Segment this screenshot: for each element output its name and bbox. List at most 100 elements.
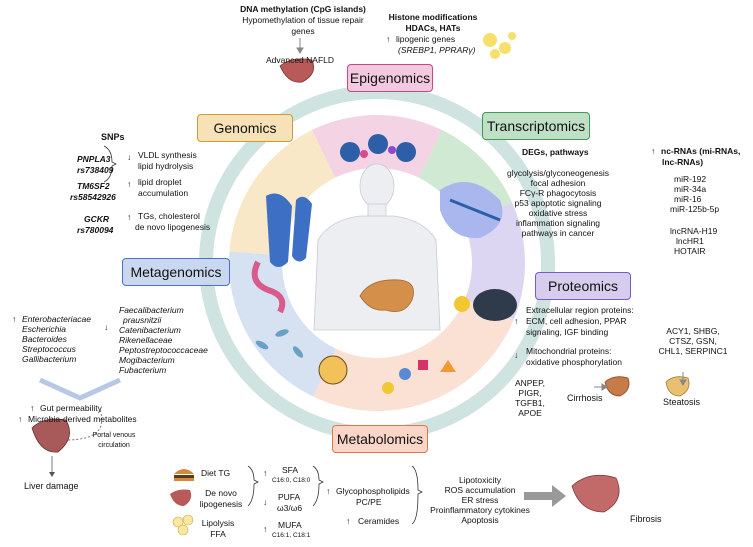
mirna-list: miR-192 miR-34a miR-16 miR-125b-5p: [670, 174, 719, 214]
protein-structure-icon: [454, 289, 517, 321]
outcome-item: Apoptosis: [461, 515, 499, 525]
metagenomics-label: Metagenomics: [122, 258, 230, 286]
fibrosis-arrow: [524, 485, 566, 507]
bacteria-item: Mogibacterium: [119, 355, 175, 365]
lipogenic-text1: lipogenic genes: [396, 34, 456, 44]
center-liver-icon: [359, 279, 414, 313]
genomics-label: Genomics: [197, 114, 293, 142]
portal-circulation-arrow: [65, 409, 103, 441]
lncrna-list: lncRNA-H19 lncHR1 HOTAIR: [670, 226, 717, 256]
glyco-text2: PC/PE: [356, 497, 382, 507]
lncrna-item: HOTAIR: [674, 246, 706, 256]
up-arrow-icon: ↑: [18, 414, 23, 424]
histone-sub: HDACs, HATs: [405, 23, 461, 33]
deg-item: oxidative stress: [528, 208, 588, 218]
bacteria-item: Rikenellaceae: [119, 335, 173, 345]
adipocytes-icon: [172, 514, 194, 536]
degs-title: DEGs, pathways: [522, 147, 589, 157]
lipid-hydrolysis-text: lipid hydrolysis: [138, 161, 194, 171]
sfa-sub-text: C16:0, C18:0: [272, 477, 311, 484]
up-arrow-icon: ↑: [346, 516, 351, 526]
outcome-item: ROS accumulation: [444, 485, 516, 495]
bacteria-item: Catenibacterium: [119, 325, 181, 335]
epigenomics-label: Epigenomics: [347, 64, 433, 92]
outcomes-list: Lipotoxicity ROS accumulation ER stress …: [424, 475, 536, 525]
bacteria-item: Peptostreptococcaceae: [119, 345, 208, 355]
chromosome-icon: [266, 193, 312, 267]
outcome-item: ER stress: [461, 495, 499, 505]
marker-item: PIGR,: [518, 388, 542, 398]
down-arrow-icon: ↓: [104, 322, 109, 332]
cirrhosis-text: Cirrhosis: [567, 393, 603, 403]
deg-item: inflammation signaling: [515, 218, 601, 228]
marker-item: APOE: [518, 408, 542, 418]
degs-list: glycolysis/glyconeogenesis focal adhesio…: [493, 168, 623, 238]
transcriptomics-label: Transcriptomics: [482, 112, 590, 140]
marker-item: ACY1, SHBG,: [666, 326, 720, 336]
deg-item: glycolysis/glyconeogenesis: [506, 168, 610, 178]
portal-text2: circulation: [98, 442, 130, 449]
up-arrow-icon: ↑: [263, 524, 268, 534]
rs738409: rs738409: [77, 165, 114, 175]
down-bacteria-list: Faecalibacterium prausnitzii Catenibacte…: [119, 305, 208, 375]
fibrosis-liver-icon: [571, 474, 620, 513]
ceramides-text: Ceramides: [358, 516, 400, 526]
down-arrow-icon: ↓: [127, 152, 132, 162]
mufa-sub-text: C16:1, C18:1: [272, 532, 311, 539]
up-arrow-icon: ↑: [651, 146, 656, 156]
up-arrow-icon: ↑: [326, 486, 331, 496]
histone-title: Histone modifications: [388, 12, 478, 22]
bacteria-item: Streptococcus: [22, 344, 76, 354]
up-arrow-icon: ↑: [127, 212, 132, 222]
up-arrow-icon: ↑: [12, 314, 17, 324]
gene-tm6sf2: TM6SF2: [77, 181, 110, 191]
ncrna-title1: nc-RNAs (mi-RNAs,: [661, 146, 741, 156]
bacteria-item: Bacteroides: [22, 334, 67, 344]
advanced-nafld-text: Advanced NAFLD: [265, 55, 335, 65]
lipolysis-text1: Lipolysis: [201, 518, 235, 528]
damaged-liver-icon: [31, 418, 70, 453]
up-arrow-icon: ↑: [386, 34, 391, 44]
down-arrow-icon: ↓: [514, 350, 519, 360]
burger-icon: [174, 469, 194, 481]
lipid-droplet-text: lipid droplet: [138, 177, 182, 187]
lncrna-item: lncRNA-H19: [670, 226, 718, 236]
extracellular-line1: Extracellular region proteins:: [526, 305, 634, 315]
dna-methylation-line2: genes: [291, 26, 315, 36]
advanced-nafld-liver-icon: [279, 58, 315, 83]
lncrna-item: lncHR1: [676, 236, 704, 246]
bacteria-item: Enterobacteriacae: [22, 314, 91, 324]
rs58542926: rs58542926: [70, 192, 116, 202]
outcome-item: Lipotoxicity: [458, 475, 502, 485]
deg-item: FCγ-R phagocytosis: [519, 188, 597, 198]
bacteria-item: Faecalibacterium: [119, 305, 184, 315]
mito-line1: Mitochondrial proteins:: [526, 346, 612, 356]
outcome-item: Proinflammatory cytokines: [430, 505, 530, 515]
glyco-text1: Glycophospholipids: [336, 486, 410, 496]
accumulation-text: accumulation: [138, 188, 189, 198]
ncrna-title2: lnc-RNAs): [662, 157, 704, 167]
extracellular-line2: ECM, cell adhesion, PPAR: [526, 316, 627, 326]
down-arrow-icon: ↓: [263, 497, 268, 507]
snp-brace: [103, 145, 117, 183]
deg-item: pathways in cancer: [521, 228, 595, 238]
proteomics-label: Proteomics: [535, 272, 631, 300]
bacteria-item: Gallibacterium: [22, 354, 77, 364]
sfa-text: SFA: [282, 465, 299, 475]
marker-item: CHL1, SERPINC1: [658, 346, 728, 356]
mirna-item: miR-34a: [674, 184, 707, 194]
transcription-complex-icon: [440, 182, 503, 239]
pufa-text: PUFA: [278, 492, 301, 502]
marker-item: TGFB1,: [515, 398, 545, 408]
mirna-item: miR-125b-5p: [670, 204, 720, 214]
de-novo-lipogenesis-text: de novo lipogenesis: [135, 222, 211, 232]
dna-methylation-title: DNA methylation (CpG islands): [240, 4, 366, 14]
deg-item: focal adhesion: [530, 178, 586, 188]
metabolite-molecules-icon: [318, 355, 456, 394]
intestine-icon: [251, 260, 286, 314]
rs780094: rs780094: [77, 225, 114, 235]
vldl-text: VLDL synthesis: [138, 150, 197, 160]
portal-text1: Portal venous: [92, 432, 136, 439]
extracellular-line3: signaling, IGF binding: [526, 327, 609, 337]
